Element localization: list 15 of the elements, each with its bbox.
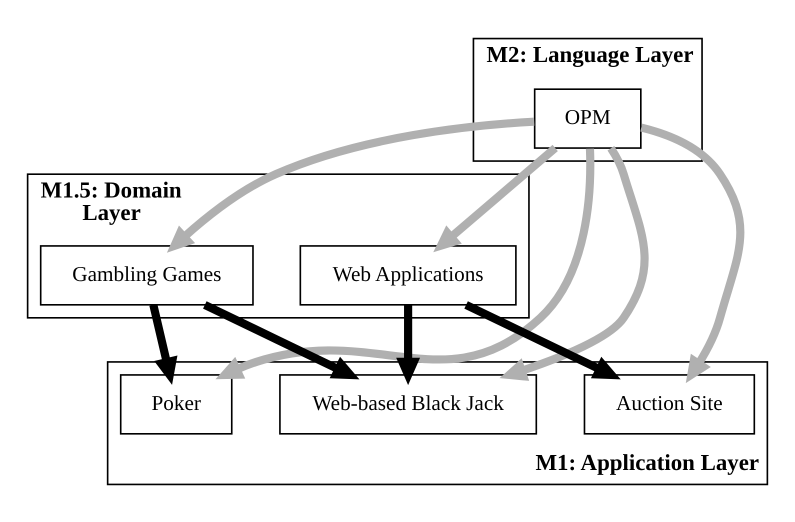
arrow [500,146,649,380]
node-box: Web Applications [300,244,517,306]
arrow [640,123,744,383]
arrow [215,148,594,379]
node-box: Poker [120,374,233,434]
node-box: Web-based Black Jack [279,374,538,434]
node-box: Gambling Games [40,244,254,306]
arrow [433,144,558,252]
arrow [149,303,178,384]
arrow [203,300,360,379]
node-box: Auction Site [584,374,756,434]
arrow [166,117,534,252]
arrow [396,304,420,385]
arrow [464,300,621,379]
node-box: OPM [534,88,642,148]
